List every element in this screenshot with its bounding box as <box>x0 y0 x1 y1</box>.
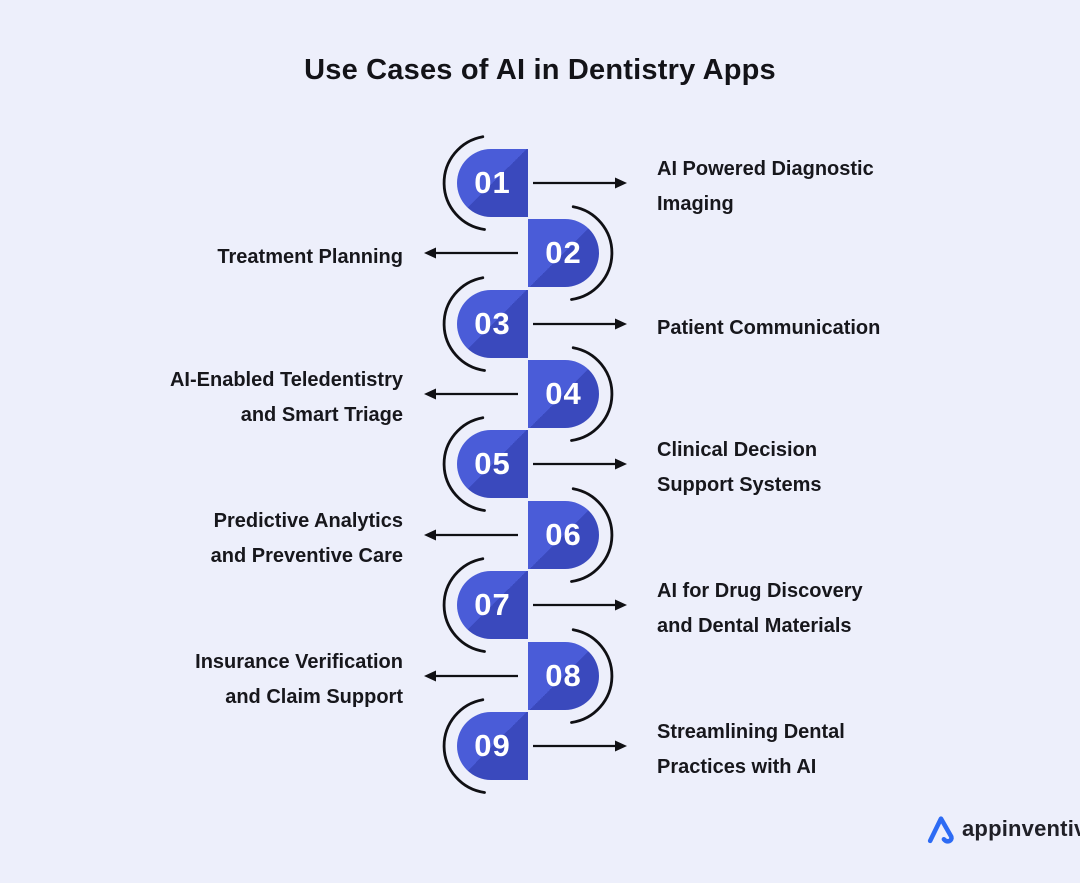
page-title: Use Cases of AI in Dentistry Apps <box>304 54 776 86</box>
arc-decoration <box>570 205 614 301</box>
label-line: and Smart Triage <box>240 404 403 426</box>
label-line: and Preventive Care <box>210 545 403 567</box>
label-line: Clinical Decision <box>657 439 818 461</box>
use-case-label: Predictive Analytics and Preventive Care <box>95 487 403 591</box>
brand-name: appinventiv <box>962 816 1080 841</box>
step-number: 09 <box>474 728 511 763</box>
arrow-right-icon <box>533 599 627 611</box>
step-number: 08 <box>545 658 582 693</box>
arrow-right-icon <box>533 177 627 189</box>
arrow-right-icon <box>533 458 627 470</box>
arc-decoration <box>442 416 486 512</box>
use-case-label: Insurance Verification and Claim Support <box>95 628 403 732</box>
label-line: AI Powered Diagnostic <box>657 158 874 180</box>
step-number: 05 <box>474 446 511 481</box>
arc-decoration <box>442 698 486 794</box>
label-line: Predictive Analytics <box>213 510 403 532</box>
step-number: 06 <box>545 517 582 552</box>
step-badge: 01 <box>457 149 528 217</box>
use-case-item-03: 03 Patient Communication <box>0 272 1080 376</box>
label-line: Streamlining Dental <box>657 721 845 743</box>
step-number: 02 <box>545 235 582 270</box>
arrow-left-icon <box>424 670 518 682</box>
use-case-item-02: 02 Treatment Planning <box>0 201 1080 305</box>
appinventiv-mark-icon <box>927 815 954 844</box>
step-number: 07 <box>474 587 511 622</box>
brand-logo: appinventiv <box>926 810 1080 848</box>
arrow-left-icon <box>424 388 518 400</box>
label-line: Insurance Verification <box>195 651 403 673</box>
arrow-right-icon <box>533 740 627 752</box>
arrow-left-icon <box>424 247 518 259</box>
step-number: 01 <box>474 165 511 200</box>
step-badge: 09 <box>457 712 528 780</box>
label-line: and Dental Materials <box>657 615 852 637</box>
arc-decoration <box>442 276 486 372</box>
step-badge: 05 <box>457 430 528 498</box>
step-number: 04 <box>545 376 582 411</box>
use-case-item-06: 06 Predictive Analytics and Preventive Ca… <box>0 483 1080 587</box>
step-badge: 03 <box>457 290 528 358</box>
step-badge: 04 <box>528 360 599 428</box>
arc-decoration <box>570 628 614 724</box>
label-line: AI-Enabled Teledentistry <box>169 369 403 391</box>
step-badge: 06 <box>528 501 599 569</box>
use-case-item-04: 04 AI-Enabled Teledentistry and Smart Tri… <box>0 342 1080 446</box>
step-number: 03 <box>474 306 511 341</box>
label-line: Patient Communication <box>657 316 881 339</box>
label-line: Support Systems <box>657 474 822 496</box>
use-case-label: Treatment Planning <box>95 205 403 309</box>
use-case-label: Patient Communication <box>657 276 1002 380</box>
arc-decoration <box>442 135 486 231</box>
arc-decoration <box>442 557 486 653</box>
label-line: Imaging <box>657 193 734 215</box>
use-case-item-07: 07 AI for Drug Discovery and Dental Mater… <box>0 553 1080 657</box>
use-case-label: AI-Enabled Teledentistry and Smart Triage <box>95 346 403 450</box>
step-badge: 02 <box>528 219 599 287</box>
arc-decoration <box>570 346 614 442</box>
arc-decoration <box>570 487 614 583</box>
label-line: Treatment Planning <box>217 245 403 268</box>
step-badge: 08 <box>528 642 599 710</box>
arrow-left-icon <box>424 529 518 541</box>
arrow-right-icon <box>533 318 627 330</box>
label-line: and Claim Support <box>225 686 403 708</box>
use-case-label: AI for Drug Discovery and Dental Material… <box>657 557 1002 661</box>
use-case-item-08: 08 Insurance Verification and Claim Suppo… <box>0 624 1080 728</box>
step-badge: 07 <box>457 571 528 639</box>
label-line: Practices with AI <box>657 756 817 778</box>
label-line: AI for Drug Discovery <box>657 580 863 602</box>
